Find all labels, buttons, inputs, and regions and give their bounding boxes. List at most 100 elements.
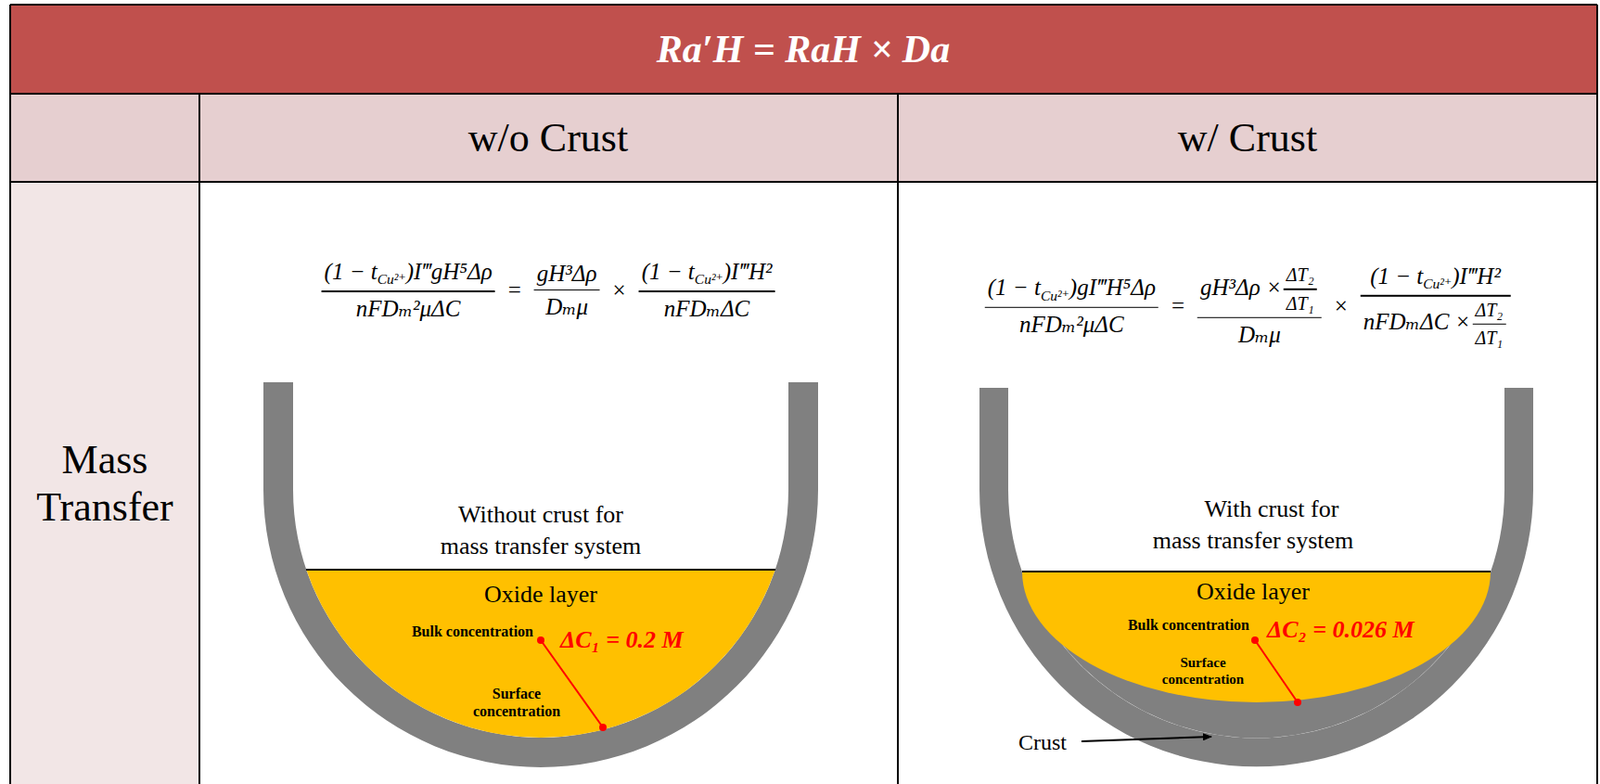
equation: (1 − tCu²⁺)gI‴H⁵ΔρnFDₘ²μΔC=gH³Δρ ×ΔT₂ΔT₁… (985, 263, 1511, 349)
fraction: (1 − tCu²⁺)I‴gH⁵Δρ nFDₘ²μΔC (321, 258, 496, 322)
melt-surface (306, 568, 776, 571)
equation-term: (1 − t (641, 258, 695, 284)
surface-point (1293, 698, 1302, 706)
fraction: gH³ΔρDₘμ (534, 260, 601, 321)
fraction-bar (1472, 323, 1506, 326)
numerator: ΔT₂ (1472, 299, 1506, 321)
equation-subscript: Cu²⁺ (1040, 286, 1070, 303)
header-row (10, 93, 1598, 182)
grid-line (896, 93, 899, 784)
table-grid (10, 4, 1598, 784)
figure-caption: With crust for mass transfer system (1146, 493, 1360, 557)
concentration-line (1254, 640, 1298, 703)
equation-term: )I‴H² (1451, 263, 1501, 289)
denominator: ΔT₁ (1283, 292, 1318, 314)
equation: (1 − tCu²⁺)I‴gH⁵ΔρnFDₘ²μΔC=gH³ΔρDₘμ×(1 −… (321, 258, 776, 322)
concentration-difference: ΔC₁ = 0.2 M (560, 625, 684, 654)
equation-term: (1 − t (324, 258, 378, 284)
grid-line (1596, 4, 1599, 784)
numerator: ΔT₂ (1283, 264, 1318, 286)
numerator: (1 − tCu²⁺)I‴gH⁵Δρ (321, 258, 496, 288)
equation-term: ΔT₂ (1474, 299, 1503, 320)
numerator: (1 − tCu²⁺)gI‴H⁵Δρ (985, 274, 1159, 304)
numerator: gH³Δρ (534, 260, 601, 287)
denominator: nFDₘ²μΔC (353, 294, 464, 322)
point-label: Surface concentration (1152, 653, 1255, 688)
fraction: gH³Δρ ×ΔT₂ ΔT₁Dₘμ (1197, 264, 1322, 348)
equation-term: (1 − t (1369, 263, 1423, 289)
layer-label: Oxide layer (1196, 576, 1310, 606)
fraction-bar (534, 289, 601, 292)
denominator: nFDₘ²μΔC (1016, 310, 1127, 338)
equation-operator: × (1334, 293, 1348, 320)
title-band (10, 4, 1598, 94)
equation-operator: = (1171, 293, 1185, 320)
fraction: (1 − tCu²⁺)gI‴H⁵Δρ nFDₘ²μΔC (985, 274, 1159, 338)
denominator: ΔT₁ (1472, 327, 1506, 349)
crust-label: Crust (1018, 729, 1067, 756)
vessel-wall (263, 382, 819, 768)
fraction-bar (985, 306, 1159, 308)
denominator: Dₘμ (542, 293, 591, 320)
point-label: Bulk concentration (411, 622, 534, 640)
equation-term: nFDₘ²μΔC (1019, 311, 1125, 337)
denominator: nFDₘΔC (661, 294, 754, 322)
fraction: (1 − tCu²⁺)I‴H² nFDₘΔC ×ΔT₂ ΔT₁ (1360, 263, 1511, 349)
column-header: w/o Crust (468, 114, 628, 164)
fraction: ΔT₂ ΔT₁ (1283, 264, 1318, 315)
numerator: (1 − tCu²⁺)I‴H² (639, 258, 776, 288)
fraction: ΔT₂ ΔT₁ (1472, 299, 1506, 350)
fraction: (1 − tCu²⁺)I‴H² nFDₘΔC (639, 258, 776, 322)
grid-line (10, 180, 1598, 183)
equation-term: ΔT₁ (1474, 327, 1503, 348)
row-header: Mass Transfer (16, 436, 193, 531)
oxide-layer (1022, 571, 1491, 703)
surface-point (599, 723, 607, 731)
grid-line (198, 93, 201, 784)
equation-term: nFDₘ²μΔC (356, 295, 461, 321)
crust-pointer (1081, 736, 1212, 742)
equation-term: )I‴H² (723, 258, 773, 284)
denominator: nFDₘΔC ×ΔT₂ ΔT₁ (1360, 299, 1511, 350)
figure-caption: Without crust for mass transfer system (435, 499, 647, 563)
vessel-wall (979, 387, 1534, 767)
fraction-bar (1197, 316, 1322, 319)
point-label: Bulk concentration (1127, 615, 1250, 634)
equation-term: (1 − t (987, 274, 1041, 300)
layer-label: Oxide layer (484, 579, 598, 609)
equation-term: Dₘμ (1238, 321, 1281, 347)
concentration-difference: ΔC₂ = 0.026 M (1267, 614, 1415, 644)
fraction-bar (321, 290, 496, 293)
equation-term: gH³Δρ (537, 260, 598, 286)
fraction-bar (1283, 288, 1318, 291)
oxide-layer (306, 569, 776, 738)
equation-term: ΔT₂ (1286, 264, 1315, 285)
denominator: Dₘμ (1235, 320, 1284, 348)
equation-term: Dₘμ (545, 294, 589, 320)
grid-line (10, 3, 1598, 6)
numerator: gH³Δρ ×ΔT₂ ΔT₁ (1197, 264, 1322, 315)
equation-term: gH³Δρ × (1200, 273, 1282, 299)
equation-operator: × (613, 277, 627, 304)
crust (1022, 571, 1491, 738)
equation-operator: = (508, 277, 522, 304)
row-header-cell (10, 181, 200, 784)
column-header: w/ Crust (1177, 114, 1318, 164)
bulk-point (537, 636, 545, 644)
bulk-point (1251, 636, 1259, 644)
numerator: (1 − tCu²⁺)I‴H² (1367, 263, 1504, 293)
equation-subscript: Cu²⁺ (1422, 275, 1452, 292)
formula-title: Ra′H = RaH × Da (656, 25, 950, 73)
equation-term: ΔT₁ (1286, 292, 1315, 313)
grid-line (10, 92, 1598, 95)
equation-term: )gI‴H⁵Δρ (1069, 274, 1156, 300)
equation-term: )I‴gH⁵Δρ (406, 258, 493, 284)
equation-term: nFDₘΔC × (1363, 308, 1472, 334)
equation-subscript: Cu²⁺ (377, 270, 407, 287)
grid-line (9, 4, 12, 784)
fraction-bar (1360, 294, 1511, 297)
fraction-bar (639, 290, 776, 293)
point-label: Surface concentration (465, 684, 568, 720)
